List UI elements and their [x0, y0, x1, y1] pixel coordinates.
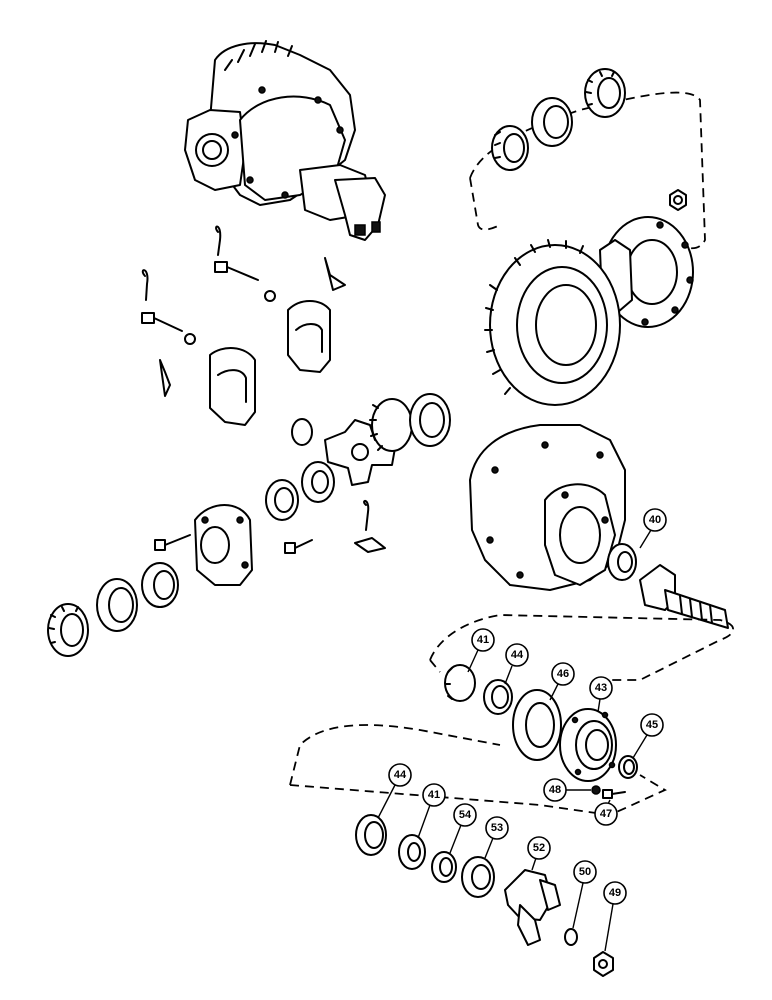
part-46-shim	[512, 689, 562, 761]
bearing-cap-left	[209, 347, 256, 426]
part-50-washer	[564, 928, 578, 946]
callout-44-lower: 44	[377, 763, 412, 819]
part-47-bolt	[602, 789, 626, 799]
assembled-carrier	[184, 40, 386, 241]
part-44-cup	[483, 679, 513, 715]
callout-44-upper: 44	[504, 643, 529, 685]
part-44-cup-lower	[355, 814, 387, 856]
svg-text:44: 44	[511, 649, 524, 661]
part-54-spacer	[431, 851, 457, 883]
part-48-washer	[591, 785, 601, 795]
svg-text:41: 41	[428, 789, 440, 801]
differential-case-left	[194, 504, 253, 586]
thrust-washer-large	[409, 393, 451, 447]
nut-small-top	[669, 189, 687, 211]
part-43-cage	[559, 708, 617, 782]
bearing-cone-top	[491, 125, 529, 171]
svg-text:46: 46	[557, 668, 569, 680]
svg-text:52: 52	[533, 842, 545, 854]
svg-text:41: 41	[477, 634, 489, 646]
svg-text:53: 53	[491, 822, 503, 834]
adjuster-nut-left	[47, 603, 89, 657]
callout-52: 52	[527, 836, 551, 871]
callout-47: 47	[594, 799, 618, 826]
adjuster-nut-top	[584, 68, 626, 118]
svg-text:49: 49	[609, 887, 621, 899]
part-49-nut	[593, 951, 614, 977]
callout-45: 45	[632, 713, 664, 759]
callout-53: 53	[484, 816, 509, 859]
part-41-cone-lower	[398, 834, 426, 870]
cotter-pins-and-bolts	[141, 225, 346, 397]
bearing-cap-right	[287, 300, 331, 373]
callout-40: 40	[639, 508, 667, 549]
callout-50: 50	[572, 860, 597, 929]
differential-case-flange	[599, 216, 694, 328]
bearing-group-top	[469, 68, 706, 250]
carrier-housing	[469, 424, 626, 591]
callout-48: 48	[543, 778, 591, 802]
svg-text:43: 43	[595, 682, 607, 694]
bolts-lower	[154, 534, 313, 554]
part-45-seal	[618, 755, 638, 779]
lock-tab-and-pin	[354, 500, 386, 553]
ring-gear	[484, 239, 621, 406]
bearing-cone-left	[141, 562, 179, 608]
callout-41-lower: 41	[417, 783, 446, 839]
side-gear-left	[301, 461, 335, 503]
svg-text:40: 40	[649, 514, 661, 526]
pinion-gear-small	[291, 418, 313, 446]
svg-text:44: 44	[394, 769, 407, 781]
svg-text:50: 50	[579, 866, 591, 878]
svg-text:47: 47	[600, 808, 612, 820]
spider-cross	[324, 419, 396, 486]
svg-text:54: 54	[459, 809, 472, 821]
part-53-oil-seal	[461, 856, 495, 898]
svg-text:45: 45	[646, 719, 658, 731]
callout-54: 54	[449, 803, 477, 854]
part-52-yoke	[504, 869, 561, 946]
thrust-washer-small	[265, 479, 299, 521]
bearing-cup-left	[96, 578, 138, 632]
pinion-bearing-group	[429, 614, 735, 799]
callout-41-upper: 41	[467, 628, 495, 673]
callout-46: 46	[549, 662, 575, 701]
callout-49: 49	[603, 881, 627, 952]
callout-43: 43	[589, 676, 613, 713]
pilot-bearing	[607, 543, 637, 581]
svg-text:48: 48	[549, 784, 561, 796]
bearing-cup-top	[531, 97, 573, 147]
drive-pinion	[639, 564, 729, 629]
part-41-cone	[444, 664, 476, 702]
